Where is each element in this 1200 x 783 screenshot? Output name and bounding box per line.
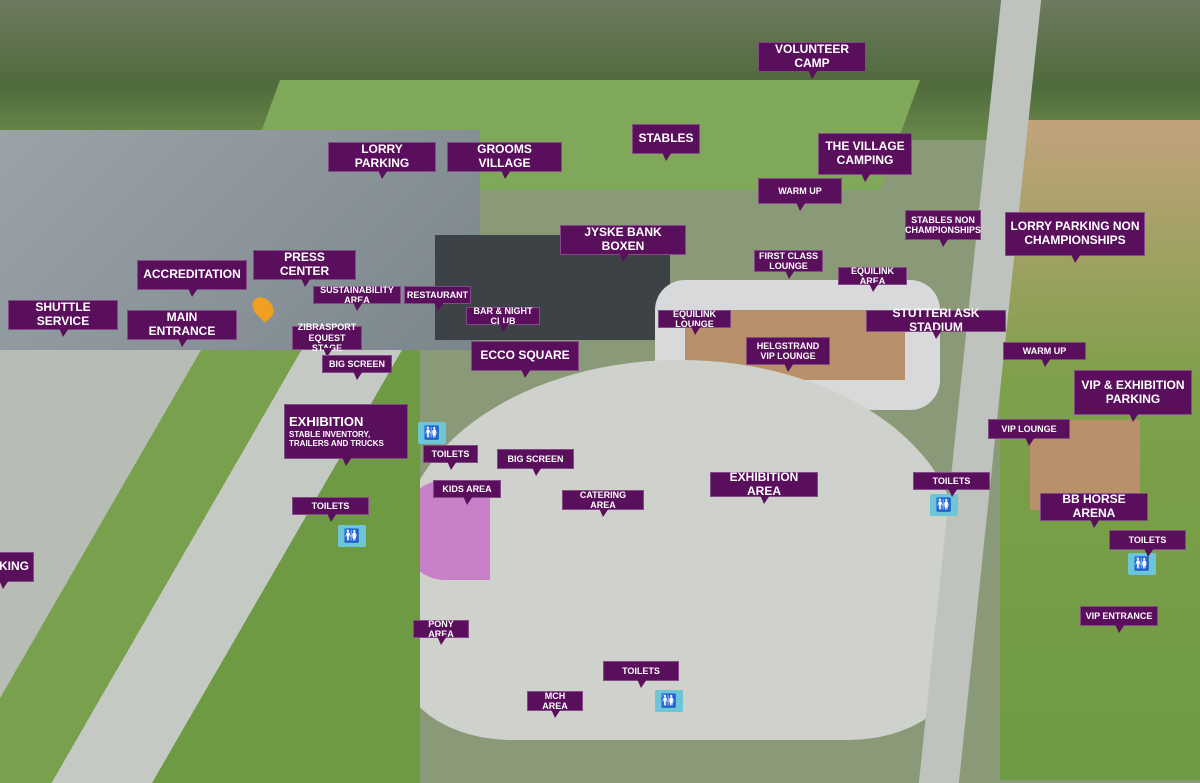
label-jyske-bank-boxen[interactable]: JYSKE BANK BOXEN [560, 225, 686, 262]
toilet-icon: 🚻 [1128, 553, 1156, 575]
label-village-camping[interactable]: THE VILLAGE CAMPING [818, 133, 912, 182]
label-grooms-village[interactable]: GROOMS VILLAGE [447, 142, 562, 179]
label-vip-entrance[interactable]: VIP ENTRANCE [1080, 606, 1158, 633]
label-toilets-3[interactable]: TOILETS [292, 497, 369, 522]
toilet-icon: 🚻 [418, 422, 446, 444]
exhibition-title: EXHIBITION [289, 413, 364, 429]
label-press-center[interactable]: PRESS CENTER [253, 250, 356, 287]
label-ecco-square[interactable]: ECCO SQUARE [471, 341, 579, 378]
label-stables[interactable]: STABLES [632, 124, 700, 161]
parking-text: PARKING [0, 559, 29, 574]
label-volunteer-camp[interactable]: VOLUNTEER CAMP [758, 42, 866, 79]
label-toilets-5[interactable]: TOILETS [603, 661, 679, 688]
toilet-icon: 🚻 [930, 494, 958, 516]
label-mch-area[interactable]: MCH AREA [527, 691, 583, 718]
label-lorry-parking[interactable]: LORRY PARKING [328, 142, 436, 179]
label-main-entrance[interactable]: MAIN ENTRANCE [127, 310, 237, 347]
label-big-screen[interactable]: BIG SCREEN [322, 355, 392, 380]
label-toilets[interactable]: TOILETS [423, 445, 478, 470]
label-restaurant[interactable]: RESTAURANT [404, 286, 471, 311]
label-lorry-parking-non-championships[interactable]: LORRY PARKING NON CHAMPIONSHIPS [1005, 212, 1145, 263]
label-helgstrand-vip-lounge[interactable]: HELGSTRAND VIP LOUNGE [746, 337, 830, 372]
label-pony-area[interactable]: PONY AREA [413, 619, 469, 645]
label-bb-horse-arena[interactable]: BB HORSE ARENA [1040, 492, 1148, 528]
label-sustainability-area[interactable]: SUSTAINABILITY AREA [313, 285, 401, 311]
label-vip-lounge[interactable]: VIP LOUNGE [988, 419, 1070, 446]
label-big-screen-2[interactable]: BIG SCREEN [497, 449, 574, 476]
exhibition-subtitle: STABLE INVENTORY, TRAILERS AND TRUCKS [289, 429, 384, 448]
label-kids-area[interactable]: KIDS AREA [433, 480, 501, 505]
label-equilink-lounge[interactable]: EQUILINK LOUNGE [658, 309, 731, 335]
label-first-class-lounge[interactable]: FIRST CLASS LOUNGE [754, 250, 823, 279]
label-catering-area[interactable]: CATERING AREA [562, 490, 644, 517]
label-exhibition[interactable]: EXHIBITION STABLE INVENTORY, TRAILERS AN… [284, 404, 408, 466]
label-parking[interactable]: PARKING [0, 552, 34, 589]
label-toilets-4[interactable]: TOILETS [1109, 530, 1186, 557]
label-warm-up-right[interactable]: WARM UP [1003, 342, 1086, 367]
label-bar-night-club[interactable]: BAR & NIGHT CLUB [466, 306, 540, 332]
label-equilink-area[interactable]: EQUILINK AREA [838, 266, 907, 292]
exhibition-grounds [400, 360, 960, 740]
toilet-icon: 🚻 [655, 690, 683, 712]
label-stables-non-championships[interactable]: STABLES NON CHAMPIONSHIPS [905, 210, 981, 247]
toilet-icon: 🚻 [338, 525, 366, 547]
label-vip-exhibition-parking[interactable]: VIP & EXHIBITION PARKING [1074, 370, 1192, 422]
label-zibrasport-equest-stage[interactable]: ZIBRASPORT EQUEST STAGE [292, 322, 362, 357]
label-accreditation[interactable]: ACCREDITATION [137, 260, 247, 297]
label-shuttle-service[interactable]: SHUTTLE SERVICE [8, 300, 118, 337]
label-toilets-2[interactable]: TOILETS [913, 472, 990, 497]
label-stutteri-ask-stadium[interactable]: STUTTERI ASK STADIUM [866, 306, 1006, 339]
label-warm-up[interactable]: WARM UP [758, 178, 842, 211]
label-exhibition-area[interactable]: EXHIBITION AREA [710, 470, 818, 504]
